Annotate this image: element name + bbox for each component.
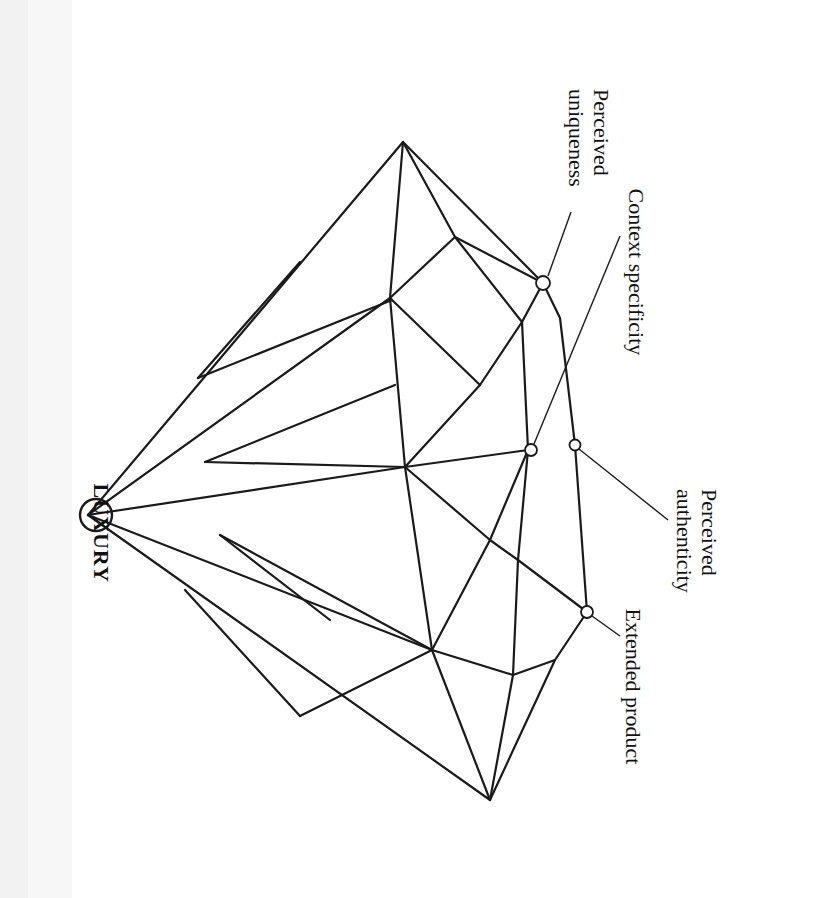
page-margin [28, 0, 72, 898]
callout-label: Perceived uniqueness [564, 89, 614, 201]
page-edge [0, 0, 28, 898]
diagram-title-label: LUXURY [89, 483, 114, 613]
callout-label: Context specificity [624, 188, 649, 418]
callout-label: Extended product [621, 608, 646, 848]
callout-label: Perceived authenticity [672, 489, 722, 617]
diamond-facets [88, 142, 587, 800]
